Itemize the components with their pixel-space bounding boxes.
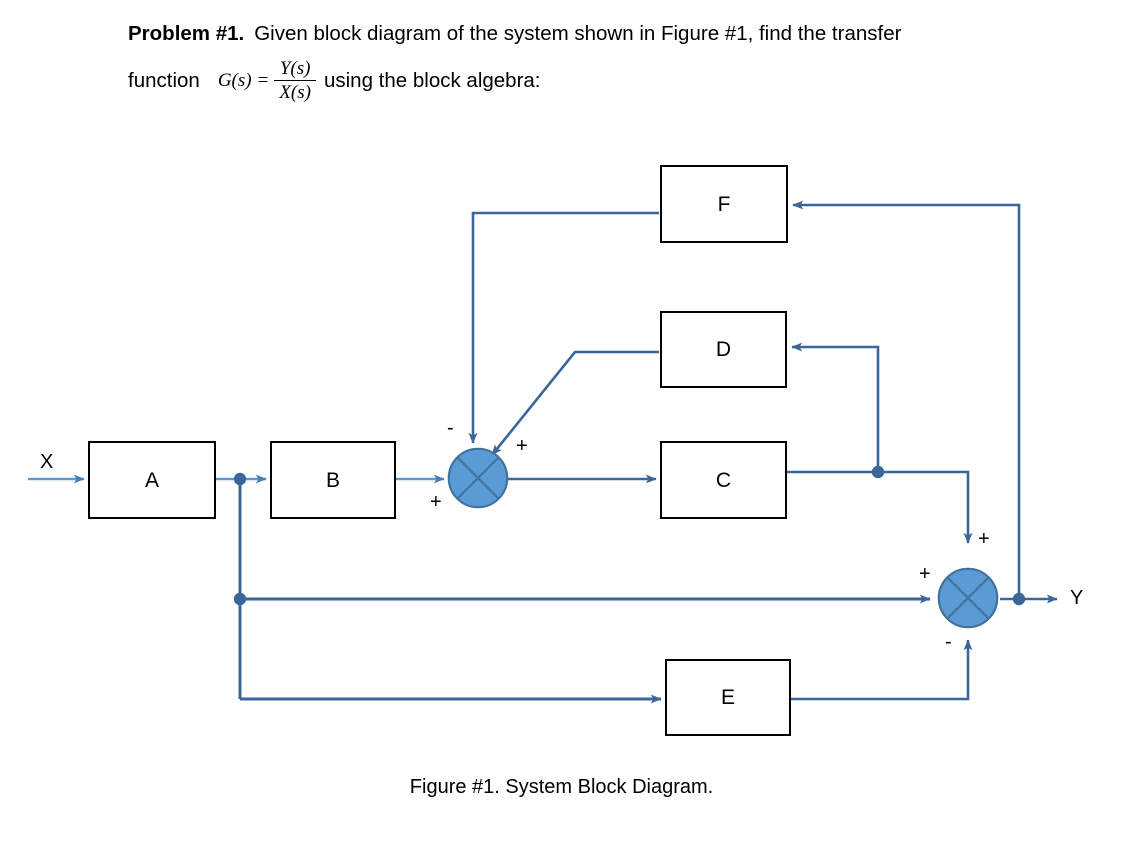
formula-denominator: X(s): [279, 82, 311, 104]
sum2-sign-minus-bottom: -: [945, 631, 952, 653]
formula-fraction: Y(s) X(s): [274, 57, 316, 104]
problem-statement: Problem #1. Given block diagram of the s…: [128, 18, 958, 110]
block-b[interactable]: B: [270, 441, 396, 519]
summing-junction-1[interactable]: [447, 447, 509, 509]
summing-junction-2-glyph: [937, 567, 999, 629]
block-a[interactable]: A: [88, 441, 216, 519]
input-label-x: X: [40, 451, 54, 473]
figure-caption: Figure #1. System Block Diagram.: [409, 776, 714, 798]
formula-equals: =: [257, 70, 269, 91]
summing-junction-2[interactable]: [937, 567, 999, 629]
problem-line-2: function G(s) = Y(s) X(s) using the bloc…: [128, 52, 958, 110]
block-a-label: A: [144, 468, 159, 492]
block-f[interactable]: F: [660, 165, 788, 243]
wire-f-to-sum1: [468, 211, 659, 444]
wire-e-to-sum2: [791, 639, 973, 701]
output-label-y: Y: [1070, 587, 1084, 609]
problem-label: Problem #1.: [128, 22, 245, 45]
block-d-label: D: [715, 338, 732, 361]
problem-line-1: Problem #1. Given block diagram of the s…: [128, 18, 958, 50]
problem-sentence-part-1: Given block diagram of the system shown …: [254, 22, 902, 45]
block-f-label: F: [717, 192, 731, 216]
sum1-sign-minus-top: -: [447, 417, 454, 439]
problem-sentence-part-3: using the block algebra:: [323, 69, 541, 92]
wire-c-node-to-sum2: [878, 470, 973, 544]
block-e[interactable]: E: [665, 659, 791, 736]
sum1-sign-plus-left: +: [430, 491, 442, 513]
block-c-label: C: [715, 468, 732, 492]
wire-d-to-sum1: [490, 350, 659, 456]
sum2-sign-plus-left: +: [919, 563, 931, 585]
problem-sentence-part-2: function: [128, 69, 200, 92]
wire-c-node-to-d: [791, 342, 880, 472]
block-d[interactable]: D: [660, 311, 787, 388]
fraction-bar: [274, 79, 316, 82]
block-b-label: B: [325, 468, 340, 492]
transfer-function-formula: G(s) = Y(s) X(s): [217, 57, 316, 104]
formula-numerator: Y(s): [279, 57, 311, 79]
node-dot-bypass: [233, 592, 247, 606]
summing-junction-1-glyph: [447, 447, 509, 509]
node-dot-c-output: [871, 465, 885, 479]
wire-output-to-f: [792, 200, 1021, 599]
node-dot-a-output: [233, 472, 247, 486]
node-dot-y-output: [1012, 592, 1026, 606]
block-c[interactable]: C: [660, 441, 787, 519]
block-e-label: E: [720, 686, 735, 709]
formula-gs: G(s): [217, 70, 252, 91]
sum1-sign-plus-diagonal: +: [516, 435, 528, 457]
sum2-sign-plus-top: +: [978, 528, 990, 550]
